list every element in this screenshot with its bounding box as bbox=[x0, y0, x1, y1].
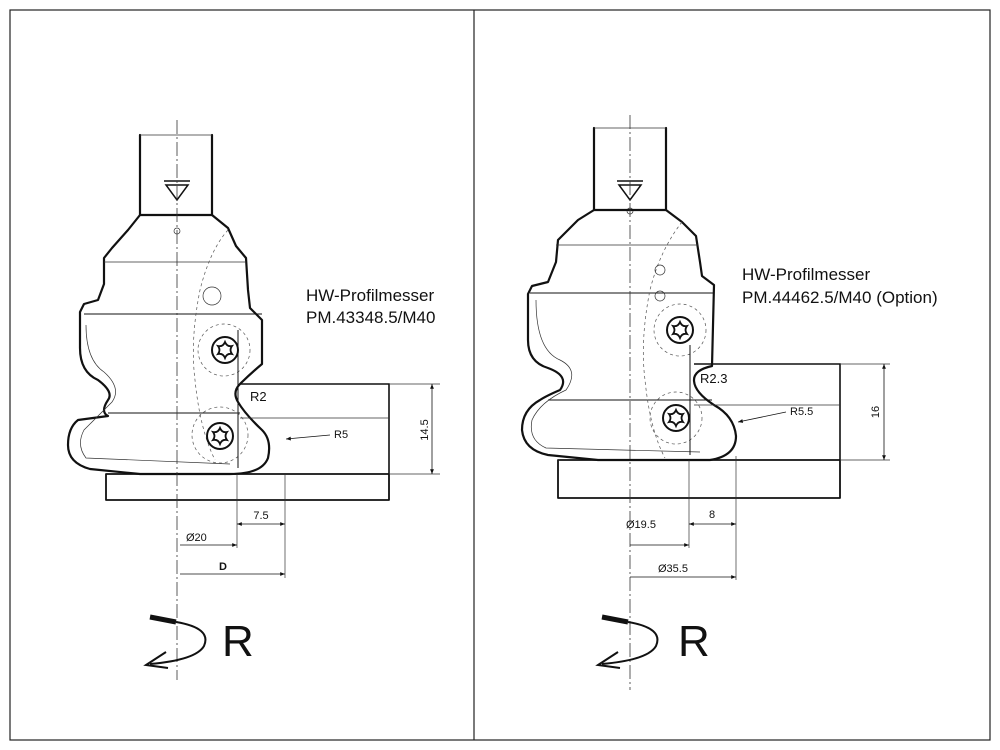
left-torx-screw-icon-upper bbox=[211, 336, 239, 364]
right-title-line2: PM.44462.5/M40 (Option) bbox=[742, 288, 938, 307]
right-torx-screw-icon-lower bbox=[662, 404, 690, 432]
right-panel: 16 R2.3 R5.5 8 Ø19.5 Ø35.5 HW-Profilmess… bbox=[520, 115, 938, 690]
right-dim-diameter: Ø19.5 bbox=[626, 519, 656, 531]
right-torx-screw-icon-upper bbox=[666, 316, 694, 344]
left-rotation-label: R bbox=[222, 617, 254, 666]
right-dim-d: Ø35.5 bbox=[658, 563, 688, 575]
left-radius-large: R5 bbox=[334, 429, 348, 441]
left-workpiece-base bbox=[105, 473, 390, 501]
left-dim-width: 7.5 bbox=[253, 510, 268, 522]
left-dim-d: D bbox=[219, 561, 227, 573]
left-panel: 14.5 R2 R5 7.5 Ø20 D HW-Profilmesser PM.… bbox=[66, 120, 440, 680]
right-dim-height: 16 bbox=[870, 406, 882, 418]
left-dim-height: 14.5 bbox=[419, 419, 431, 440]
right-radius-large: R5.5 bbox=[790, 406, 813, 418]
left-dim-diameter: Ø20 bbox=[186, 532, 207, 544]
right-radius-small: R2.3 bbox=[700, 371, 727, 386]
drawing-frame bbox=[9, 9, 991, 741]
left-rotation-arrow-icon bbox=[143, 614, 207, 669]
right-title-line1: HW-Profilmesser bbox=[742, 265, 870, 284]
right-cutter-body bbox=[520, 208, 738, 462]
left-title-line2: PM.43348.5/M40 bbox=[306, 308, 435, 327]
right-shank bbox=[592, 126, 668, 212]
left-title-line1: HW-Profilmesser bbox=[306, 286, 434, 305]
right-rotation-label: R bbox=[678, 617, 710, 666]
right-dim-width: 8 bbox=[709, 509, 715, 521]
left-radius-small: R2 bbox=[250, 389, 267, 404]
right-workpiece-base bbox=[557, 459, 841, 499]
left-shank bbox=[138, 133, 214, 217]
right-rotation-arrow-icon bbox=[595, 614, 659, 669]
left-torx-screw-icon-lower bbox=[206, 422, 234, 450]
left-cutter-body bbox=[66, 213, 271, 476]
